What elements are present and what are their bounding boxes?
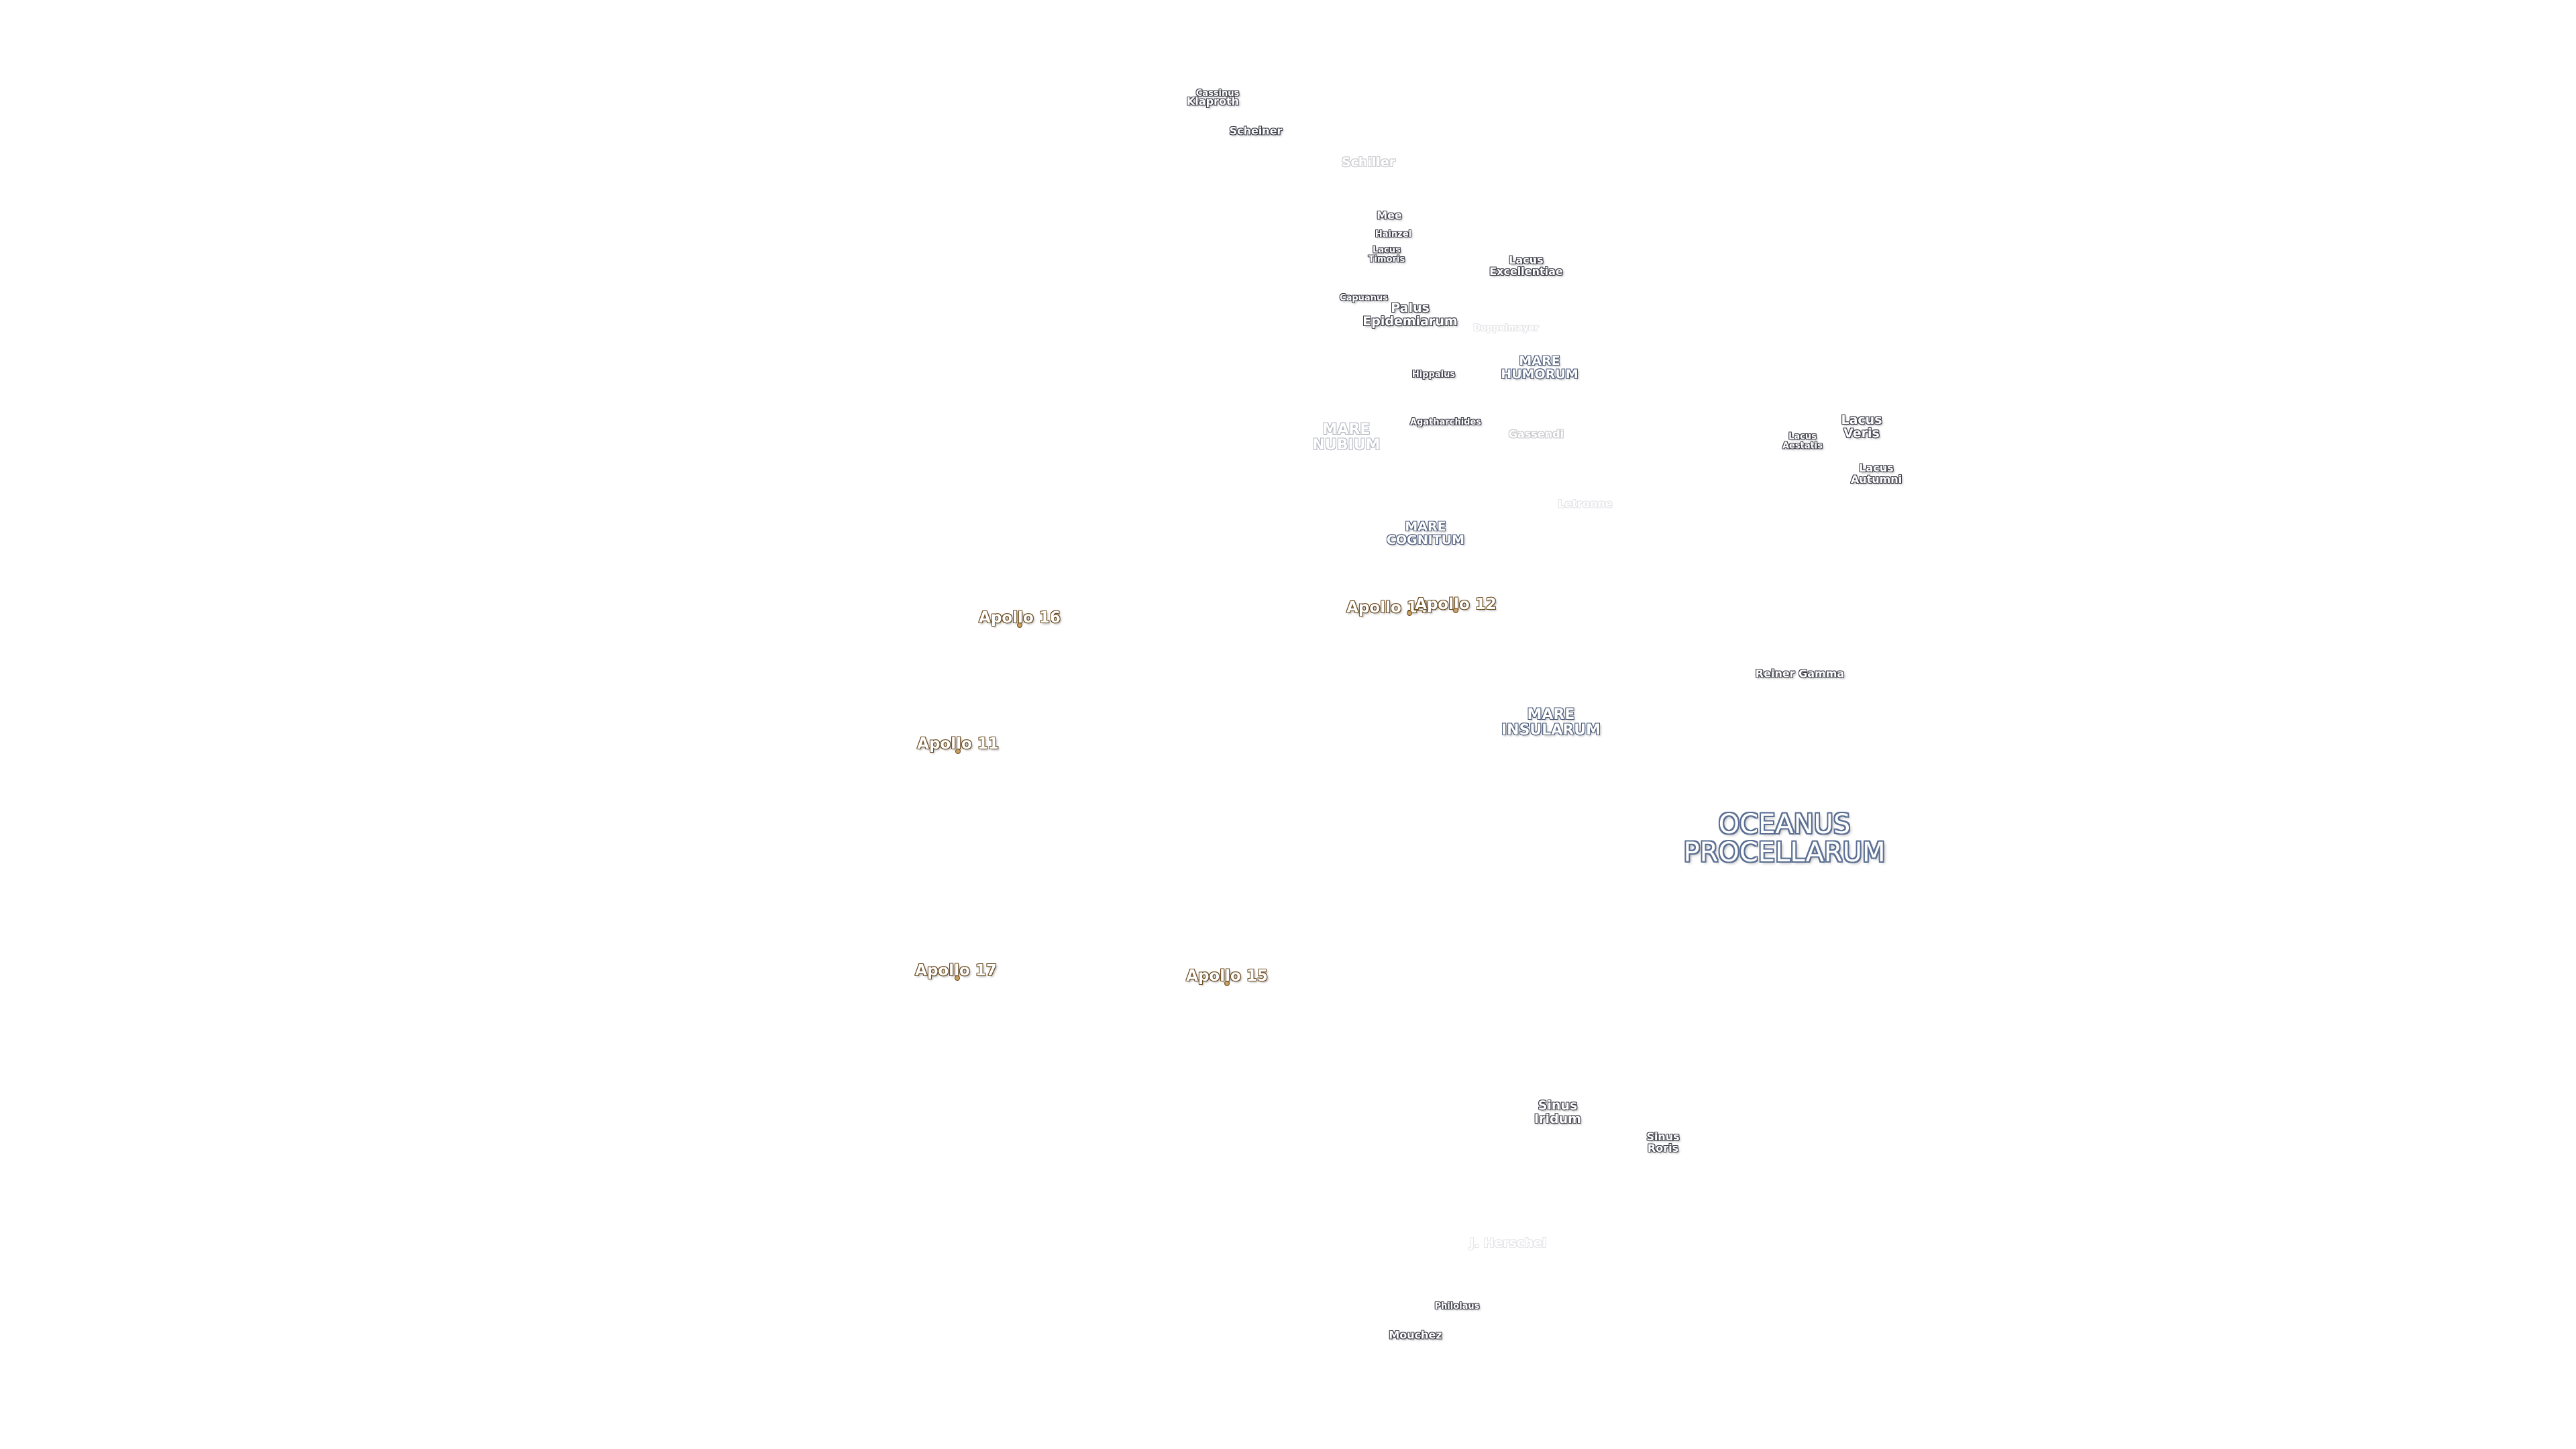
label-scheiner: Scheiner <box>1229 124 1283 138</box>
label-mouchez: Mouchez <box>1389 1328 1442 1342</box>
label-letronne: Letronne <box>1558 497 1613 511</box>
label-apollo-11[interactable]: Apollo 11 <box>917 735 999 753</box>
label-mare-nubium: MARE NUBIUM <box>1312 421 1381 453</box>
label-j-herschel: J. Herschel <box>1469 1236 1547 1251</box>
apollo-16-marker[interactable] <box>1017 623 1022 628</box>
label-reiner-gamma: Reiner Gamma <box>1755 667 1845 680</box>
apollo-14-marker[interactable] <box>1407 610 1412 616</box>
label-lacus-autumni: Lacus Autumni <box>1850 462 1902 486</box>
label-apollo-17[interactable]: Apollo 17 <box>915 961 997 979</box>
label-lacus-veris: Lacus Veris <box>1841 413 1882 441</box>
label-klaproth: Klaproth <box>1186 95 1240 108</box>
label-doppelmayer: Doppelmayer <box>1473 323 1539 334</box>
label-mare-cognitum: MARE COGNITUM <box>1387 519 1464 547</box>
label-capuanus: Capuanus <box>1340 293 1388 304</box>
label-gassendi: Gassendi <box>1508 427 1564 441</box>
label-hainzel: Hainzel <box>1375 229 1412 240</box>
label-mare-insularum: MARE INSULARUM <box>1501 706 1601 739</box>
label-cassinus: Cassinus <box>1195 89 1240 99</box>
label-apollo-14[interactable]: Apollo 14 <box>1346 598 1428 616</box>
label-agatharchides: Agatharchides <box>1409 417 1482 428</box>
label-schiller: Schiller <box>1341 155 1396 170</box>
label-apollo-12[interactable]: Apollo 12 <box>1415 595 1497 613</box>
apollo-17-marker[interactable] <box>955 975 960 981</box>
label-mee: Mee <box>1377 209 1402 222</box>
apollo-15-marker[interactable] <box>1224 981 1230 986</box>
label-mare-humorum: MARE HUMORUM <box>1501 354 1578 382</box>
label-lacus-aestatis: Lacus Aestatis <box>1782 431 1823 451</box>
label-apollo-16[interactable]: Apollo 16 <box>979 608 1061 627</box>
apollo-12-marker[interactable] <box>1453 608 1458 613</box>
label-lacus-timoris: Lacus Timoris <box>1368 245 1405 264</box>
label-sinus-iridum: Sinus Iridum <box>1534 1098 1581 1126</box>
label-philolaus: Philolaus <box>1434 1301 1480 1312</box>
label-apollo-15[interactable]: Apollo 15 <box>1186 967 1268 985</box>
label-hippalus: Hippalus <box>1411 370 1456 380</box>
label-lacus-excellentiae: Lacus Excellentiae <box>1489 254 1563 278</box>
label-oceanus-procellarum: OCEANUS PROCELLARUM <box>1683 809 1886 868</box>
label-sinus-roris: Sinus Roris <box>1646 1130 1680 1155</box>
label-palus-epidemiarum: Palus Epidemiarum <box>1362 301 1458 329</box>
apollo-11-marker[interactable] <box>955 749 961 754</box>
